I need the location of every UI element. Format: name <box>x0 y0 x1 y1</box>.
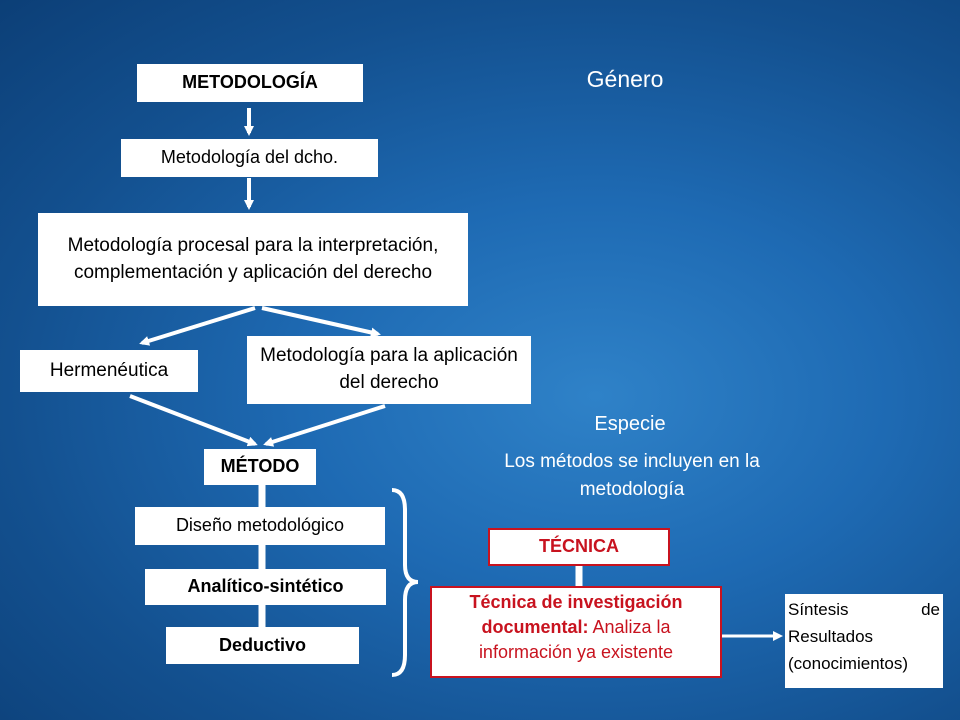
metodo-box: MÉTODO <box>204 449 316 485</box>
arrow-procesal-aplicacion <box>261 306 381 338</box>
metodologia-box: METODOLOGÍA <box>137 64 363 102</box>
especie-label: Especie <box>594 413 666 435</box>
metodologia-dcho-box: Metodología del dcho. <box>121 139 378 177</box>
sintesis-box: Síntesis de Resultados (conocimientos) <box>785 594 943 688</box>
arrow-hermeneutica-metodo <box>129 394 258 447</box>
tecnica-documental-box: Técnica de investigación documental: Ana… <box>430 586 722 678</box>
deductivo-box: Deductivo <box>166 627 359 664</box>
metodos-incluyen-label: Los métodos se incluyen en la metodologí… <box>504 451 760 500</box>
metodologia-aplicacion-box: Metodología para la aplicación del derec… <box>247 336 531 404</box>
metodologia-procesal-box: Metodología procesal para la interpretac… <box>38 213 468 306</box>
diseno-metodologico-box: Diseño metodológico <box>135 507 385 545</box>
tecnica-documental-text: Analiza la información ya existente <box>478 617 674 663</box>
arrow-procesal-hermeneutica <box>139 306 256 346</box>
arrow-aplicacion-metodo <box>263 404 386 447</box>
curly-brace <box>391 488 419 677</box>
analitico-sintetico-box: Analítico-sintético <box>145 569 386 605</box>
hermeneutica-box: Hermenéutica <box>20 350 198 392</box>
genero-label: Género <box>586 66 664 92</box>
tecnica-documental-title: Técnica de investigación documental: <box>469 592 683 638</box>
tecnica-box: TÉCNICA <box>488 528 670 566</box>
